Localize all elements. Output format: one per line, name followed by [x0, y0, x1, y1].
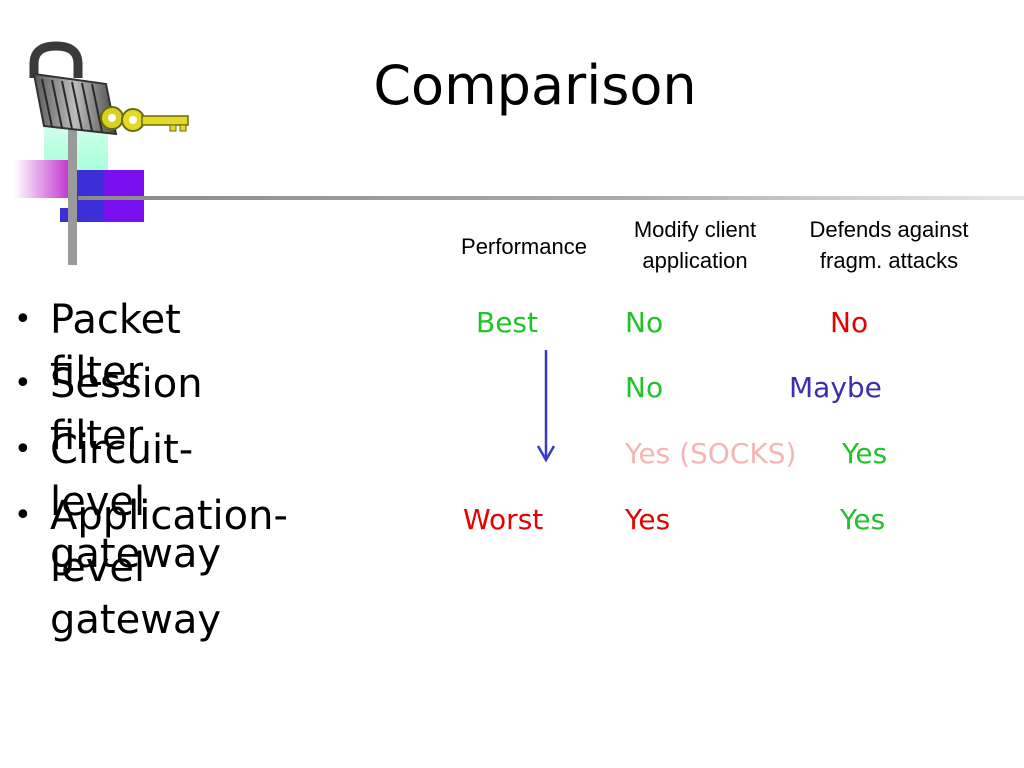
padlock-with-keys-icon	[29, 41, 189, 136]
down-arrow-icon	[536, 350, 556, 462]
column-header-performance: Performance	[461, 234, 587, 259]
cell-modify-no: No	[625, 306, 664, 339]
column-header-defends-fragm: Defends against fragm. attacks	[809, 217, 969, 273]
slide-title: Comparison	[373, 54, 697, 117]
cell-defends-no: No	[830, 306, 869, 339]
bullet-icon: •	[14, 432, 32, 467]
cell-defends-maybe: Maybe	[789, 371, 882, 404]
bullet-icon: •	[14, 498, 32, 533]
row-label: Packet filter	[50, 297, 181, 395]
cell-modify-no: No	[625, 371, 664, 404]
color-blocks	[14, 118, 144, 222]
bullet-icon: •	[14, 366, 32, 401]
cell-defends-yes: Yes	[840, 503, 886, 536]
cell-modify-yes: Yes	[625, 503, 671, 536]
bullet-icon: •	[14, 302, 32, 337]
row-label: Session filter	[50, 361, 203, 459]
decorative-header-graphic	[14, 41, 189, 265]
vertical-rule	[68, 120, 77, 265]
column-header-modify-client: Modify client application	[633, 217, 757, 273]
row-label: Application-level gateway	[50, 493, 288, 643]
row-label: Circuit-level gateway	[50, 427, 222, 577]
cell-performance-best: Best	[476, 306, 539, 339]
title-underline-rule	[78, 196, 1024, 200]
cell-defends-yes: Yes	[842, 437, 888, 470]
cell-modify-yes-socks: Yes (SOCKS)	[625, 437, 797, 470]
cell-performance-worst: Worst	[463, 503, 544, 536]
